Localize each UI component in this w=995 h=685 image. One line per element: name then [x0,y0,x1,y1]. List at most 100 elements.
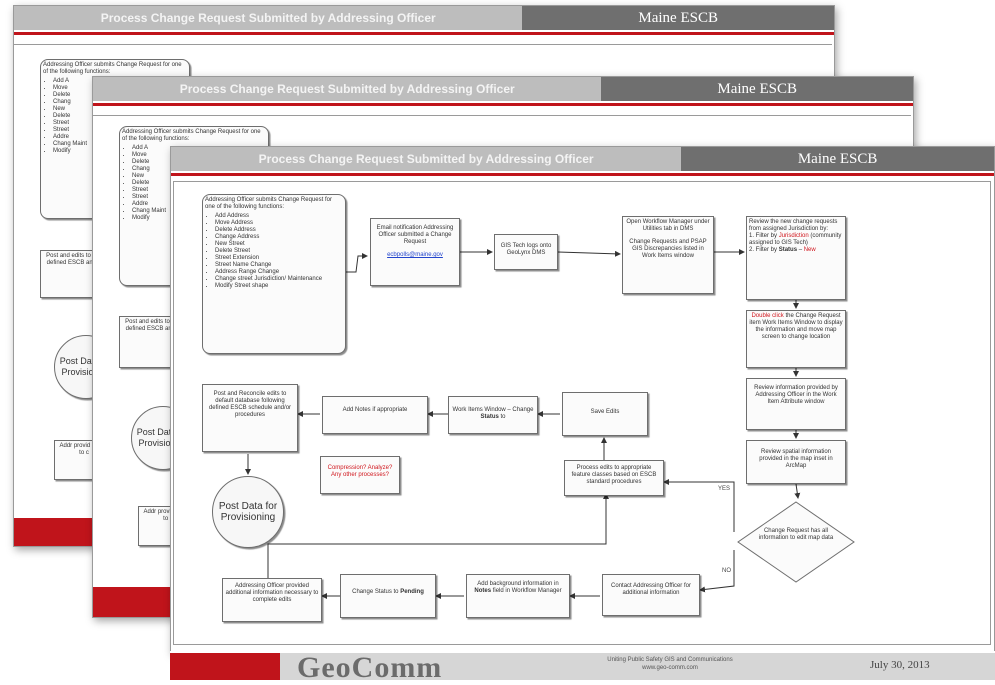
review-filter-1-prefix: 1. Filter by [749,233,779,239]
slide-header: Process Change Request Submitted by Addr… [171,147,994,171]
yes-label: YES [718,486,731,492]
decision-text: Change Request has all information to ed… [758,528,834,541]
add-background-text: Add background information in [477,581,559,587]
footer-red-block [170,653,280,680]
list-item: Delete Address [215,227,343,234]
list-item: Chang [132,166,266,173]
function-list: Add A Move Delete Chang New Delete Stree… [43,78,187,155]
list-item: Delete [132,180,266,187]
list-item: Modify [53,148,187,155]
list-item: Move [53,85,187,92]
slide-header: Process Change Request Submitted by Addr… [14,6,834,30]
no-label: NO [722,568,731,574]
list-item: Move [132,152,266,159]
list-item: Delete [132,159,266,166]
list-item: Delete [53,113,187,120]
tagline-text: Uniting Public Safety GIS and Communicat… [607,657,733,663]
list-item: Street [53,127,187,134]
list-item: Street Name Change [215,262,343,269]
gis-tech-box: GIS Tech logs onto GeoLynx DMS [494,234,558,270]
slide-header: Process Change Request Submitted by Addr… [93,77,913,101]
work-items-suffix: to [498,414,506,420]
change-status-box: Change Status to Pending [340,574,436,618]
review-filter-1: 1. Filter by Jurisdiction (community ass… [749,233,843,247]
decision-diamond [737,501,855,583]
header-rule [14,32,834,35]
start-box-intro: Addressing Officer submits Change Reques… [205,197,332,210]
header-rule [93,103,913,106]
start-box-intro: Addressing Officer submits Change Reques… [122,129,261,142]
notification-text: Email notification Addressing Officer su… [376,225,454,245]
work-items-text: Work Items Window – Change [452,407,534,413]
list-item: Add A [132,145,266,152]
double-click-box: Double click the Change Request item Wor… [746,310,846,368]
footer: GeoComm Uniting Public Safety GIS and Co… [170,651,995,684]
footer-red-block [14,518,104,546]
header-rule [171,173,994,176]
slide-org: Maine ESCB [681,147,994,171]
footer-tagline: Uniting Public Safety GIS and Communicat… [570,656,770,672]
footer-date: July 30, 2013 [870,659,930,671]
review-filter-2-dash: – [797,247,804,253]
list-item: Chang Maint [53,141,187,148]
contact-box: Contact Addressing Officer for additiona… [602,574,700,616]
start-box-intro: Addressing Officer submits Change Reques… [43,62,182,75]
add-background-box: Add background information in Notes fiel… [466,574,570,618]
slide-org: Maine ESCB [522,6,834,30]
review-info-box: Review information provided by Addressin… [746,378,846,430]
list-item: Chang [53,99,187,106]
list-item: Move Address [215,220,343,227]
list-item: Street Extension [215,255,343,262]
notes-label: Notes [474,588,492,594]
review-filter-1-suffix: (community assigned to GIS Tech) [749,233,842,246]
jurisdiction-label: Jurisdiction [778,233,809,239]
process-edits-box: Process edits to appropriate feature cla… [564,460,664,496]
list-item: Chang Maint [132,208,266,215]
workflow-text-a: Open Workflow Manager under Utilities ta… [626,219,710,232]
website-link[interactable]: www.geo-comm.com [642,665,698,671]
list-item: New [132,173,266,180]
list-item: Change street Jurisdiction/ Maintenance [215,276,343,283]
list-item: Addre [53,134,187,141]
list-item: Add A [53,78,187,85]
status-new: New [803,247,816,253]
front-slide: Process Change Request Submitted by Addr… [170,146,995,653]
review-spatial-box: Review spatial information provided in t… [746,440,846,484]
double-click-label: Double click [751,313,784,319]
save-edits-box: Save Edits [562,392,648,436]
geocomm-logo: GeoComm [297,651,443,684]
post-data-circle: Post Data for Provisioning [212,476,284,548]
list-item: Street [132,187,266,194]
notification-box: Email notification Addressing Officer su… [370,218,460,286]
notification-email-link[interactable]: ecbpolls@maine.gov [387,252,443,258]
list-item: Change Address [215,234,343,241]
workflow-box: Open Workflow Manager under Utilities ta… [622,216,714,294]
list-item: Street [132,194,266,201]
list-item: New [53,106,187,113]
double-click-text: the Change Request item Work Items Windo… [749,313,843,340]
work-items-status: Status [480,414,499,420]
status-label: Status [778,247,798,253]
list-item: Delete [53,92,187,99]
list-item: Street [53,120,187,127]
list-item: Modify Street shape [215,283,343,290]
review-filter-2: 2. Filter by Status – New [749,247,843,254]
footer-grey-bar [280,653,995,680]
workflow-text-b: Change Requests and PSAP GIS Discrepanci… [629,239,707,259]
change-status-text: Change Status to [352,589,401,595]
officer-provided-box: Addressing Officer provided additional i… [222,578,322,622]
review-box: Review the new change requests from assi… [746,216,846,300]
function-list: Add A Move Delete Chang New Delete Stree… [122,145,266,222]
flowchart-area: Addressing Officer submits Change Reques… [173,181,991,645]
add-background-suffix: field in Workflow Manager [491,588,562,594]
start-box: Addressing Officer submits Change Reques… [202,194,346,354]
slide-title: Process Change Request Submitted by Addr… [93,77,602,101]
list-item: Delete Street [215,248,343,255]
list-item: Add Address [215,213,343,220]
compression-box: Compression? Analyze? Any other processe… [320,456,400,494]
footer-red-block [93,587,173,617]
slide-title: Process Change Request Submitted by Addr… [14,6,523,30]
post-reconcile-box: Post and Reconcile edits to default data… [202,384,298,452]
list-item: Modify [132,215,266,222]
slide-title: Process Change Request Submitted by Addr… [171,147,682,171]
